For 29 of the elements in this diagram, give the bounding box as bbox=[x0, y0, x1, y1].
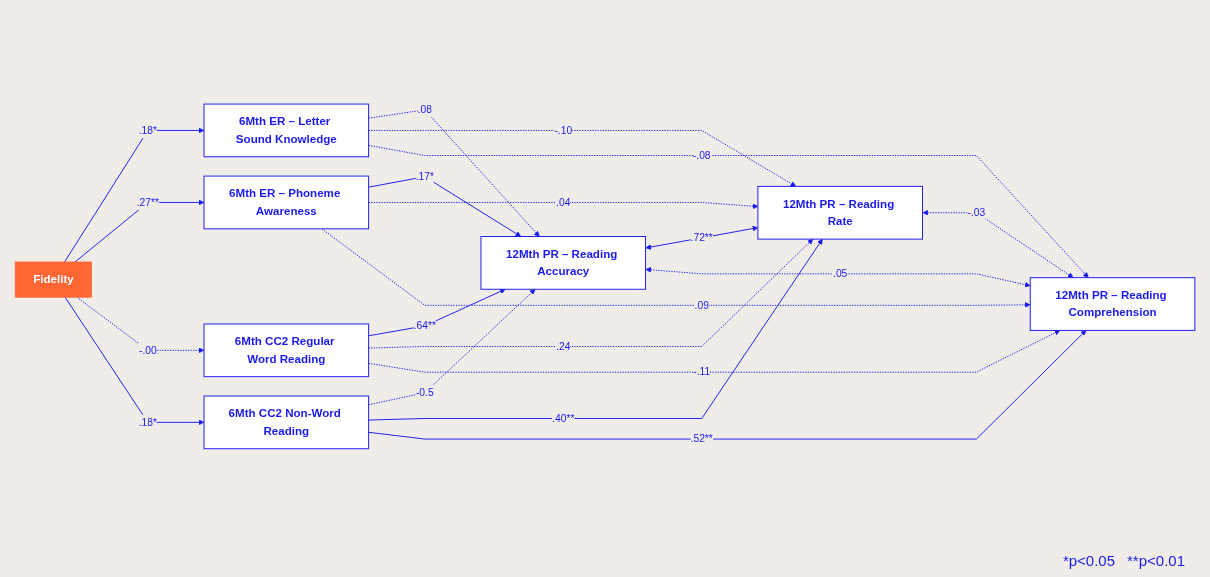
edge-label: .24 bbox=[556, 340, 571, 352]
edge-label: .27** bbox=[136, 196, 159, 208]
node-box: 6Mth CC2 Regular Word Reading bbox=[203, 323, 370, 377]
edge-label: .04 bbox=[556, 196, 571, 208]
edge-label: .18* bbox=[138, 124, 157, 136]
node-box: 6Mth ER – Letter Sound Knowledge bbox=[203, 103, 370, 157]
node-box: 12Mth PR – Reading Comprehension bbox=[1029, 276, 1196, 331]
edge-label: .17* bbox=[415, 170, 434, 182]
edge-label: .72** bbox=[690, 231, 713, 243]
significance-note: **p<0.01 bbox=[1127, 552, 1185, 569]
edge-label: .64** bbox=[413, 319, 436, 331]
edge-label: -.10 bbox=[554, 124, 573, 136]
significance-note: *p<0.05 bbox=[1062, 552, 1115, 569]
edge-label: -0.5 bbox=[415, 386, 434, 398]
edge-label: .18* bbox=[138, 416, 157, 428]
node-box: Fidelity bbox=[14, 261, 92, 298]
edge-label: .40** bbox=[552, 412, 575, 424]
edge-label: -.11 bbox=[693, 365, 711, 377]
node-box: 6Mth ER – Phoneme Awareness bbox=[203, 175, 370, 229]
edge-label: .05 bbox=[833, 267, 848, 279]
node-box: 6Mth CC2 Non-Word Reading bbox=[203, 395, 370, 449]
edge-label: .08 bbox=[417, 103, 432, 115]
node-box: 12Mth PR – Reading Accuracy bbox=[480, 235, 647, 290]
edge-label: -.08 bbox=[692, 149, 711, 161]
edge-label: .09 bbox=[694, 299, 709, 311]
edge-label: -.03 bbox=[967, 206, 986, 218]
edge-label: .52** bbox=[690, 432, 713, 444]
node-box: 12Mth PR – Reading Rate bbox=[757, 185, 923, 240]
edge-label: -.00 bbox=[138, 344, 157, 356]
